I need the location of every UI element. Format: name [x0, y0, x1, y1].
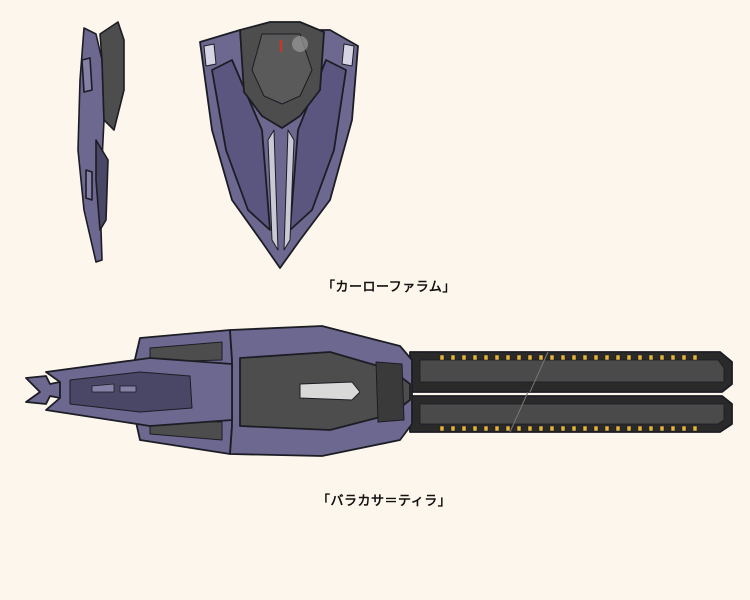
vent-slit [593, 354, 599, 361]
vent-slit [659, 425, 665, 432]
ship-2-name-caption: 「バラカサ＝ティラ」 [317, 494, 452, 509]
vent-slit [450, 354, 456, 361]
vent-slit [604, 425, 610, 432]
vent-slit [494, 425, 500, 432]
vent-slit [626, 354, 632, 361]
vent-slit [659, 354, 665, 361]
vent-slit [439, 425, 445, 432]
vent-slit [615, 425, 621, 432]
vent-slit [681, 425, 687, 432]
ship-1-name-caption: 「カーローファラム」 [322, 280, 456, 295]
vent-slit [637, 354, 643, 361]
vent-slit [538, 425, 544, 432]
vent-slit [670, 354, 676, 361]
ship-2-top-view [25, 325, 733, 457]
vent-slit [593, 425, 599, 432]
vent-slit [615, 354, 621, 361]
vent-slit [461, 425, 467, 432]
vent-slit [549, 425, 555, 432]
vent-slit [637, 425, 643, 432]
vent-slit [549, 354, 555, 361]
vent-slit [505, 425, 511, 432]
ship-1-side-view [77, 21, 125, 263]
vent-slit [483, 425, 489, 432]
vent-slit [670, 425, 676, 432]
vent-slit [527, 354, 533, 361]
vent-slit [439, 354, 445, 361]
vent-slit [461, 354, 467, 361]
vent-slit [560, 425, 566, 432]
vent-slit [692, 354, 698, 361]
vent-slit [538, 354, 544, 361]
vent-slit [604, 354, 610, 361]
vent-slit [560, 354, 566, 361]
vent-slit [494, 354, 500, 361]
vent-slit [648, 354, 654, 361]
vent-slit [582, 425, 588, 432]
ship-1-front-view [199, 21, 359, 269]
vent-slit [571, 425, 577, 432]
vent-slit [527, 425, 533, 432]
vent-slit [692, 425, 698, 432]
vent-slit [450, 425, 456, 432]
vent-slit [571, 354, 577, 361]
vent-slit [626, 425, 632, 432]
vent-slit [516, 425, 522, 432]
vent-slit [582, 354, 588, 361]
vent-slit [681, 354, 687, 361]
vent-slit [648, 425, 654, 432]
vent-slit [505, 354, 511, 361]
vent-slit [472, 425, 478, 432]
vent-slit [483, 354, 489, 361]
vent-slit [516, 354, 522, 361]
vent-slit [472, 354, 478, 361]
